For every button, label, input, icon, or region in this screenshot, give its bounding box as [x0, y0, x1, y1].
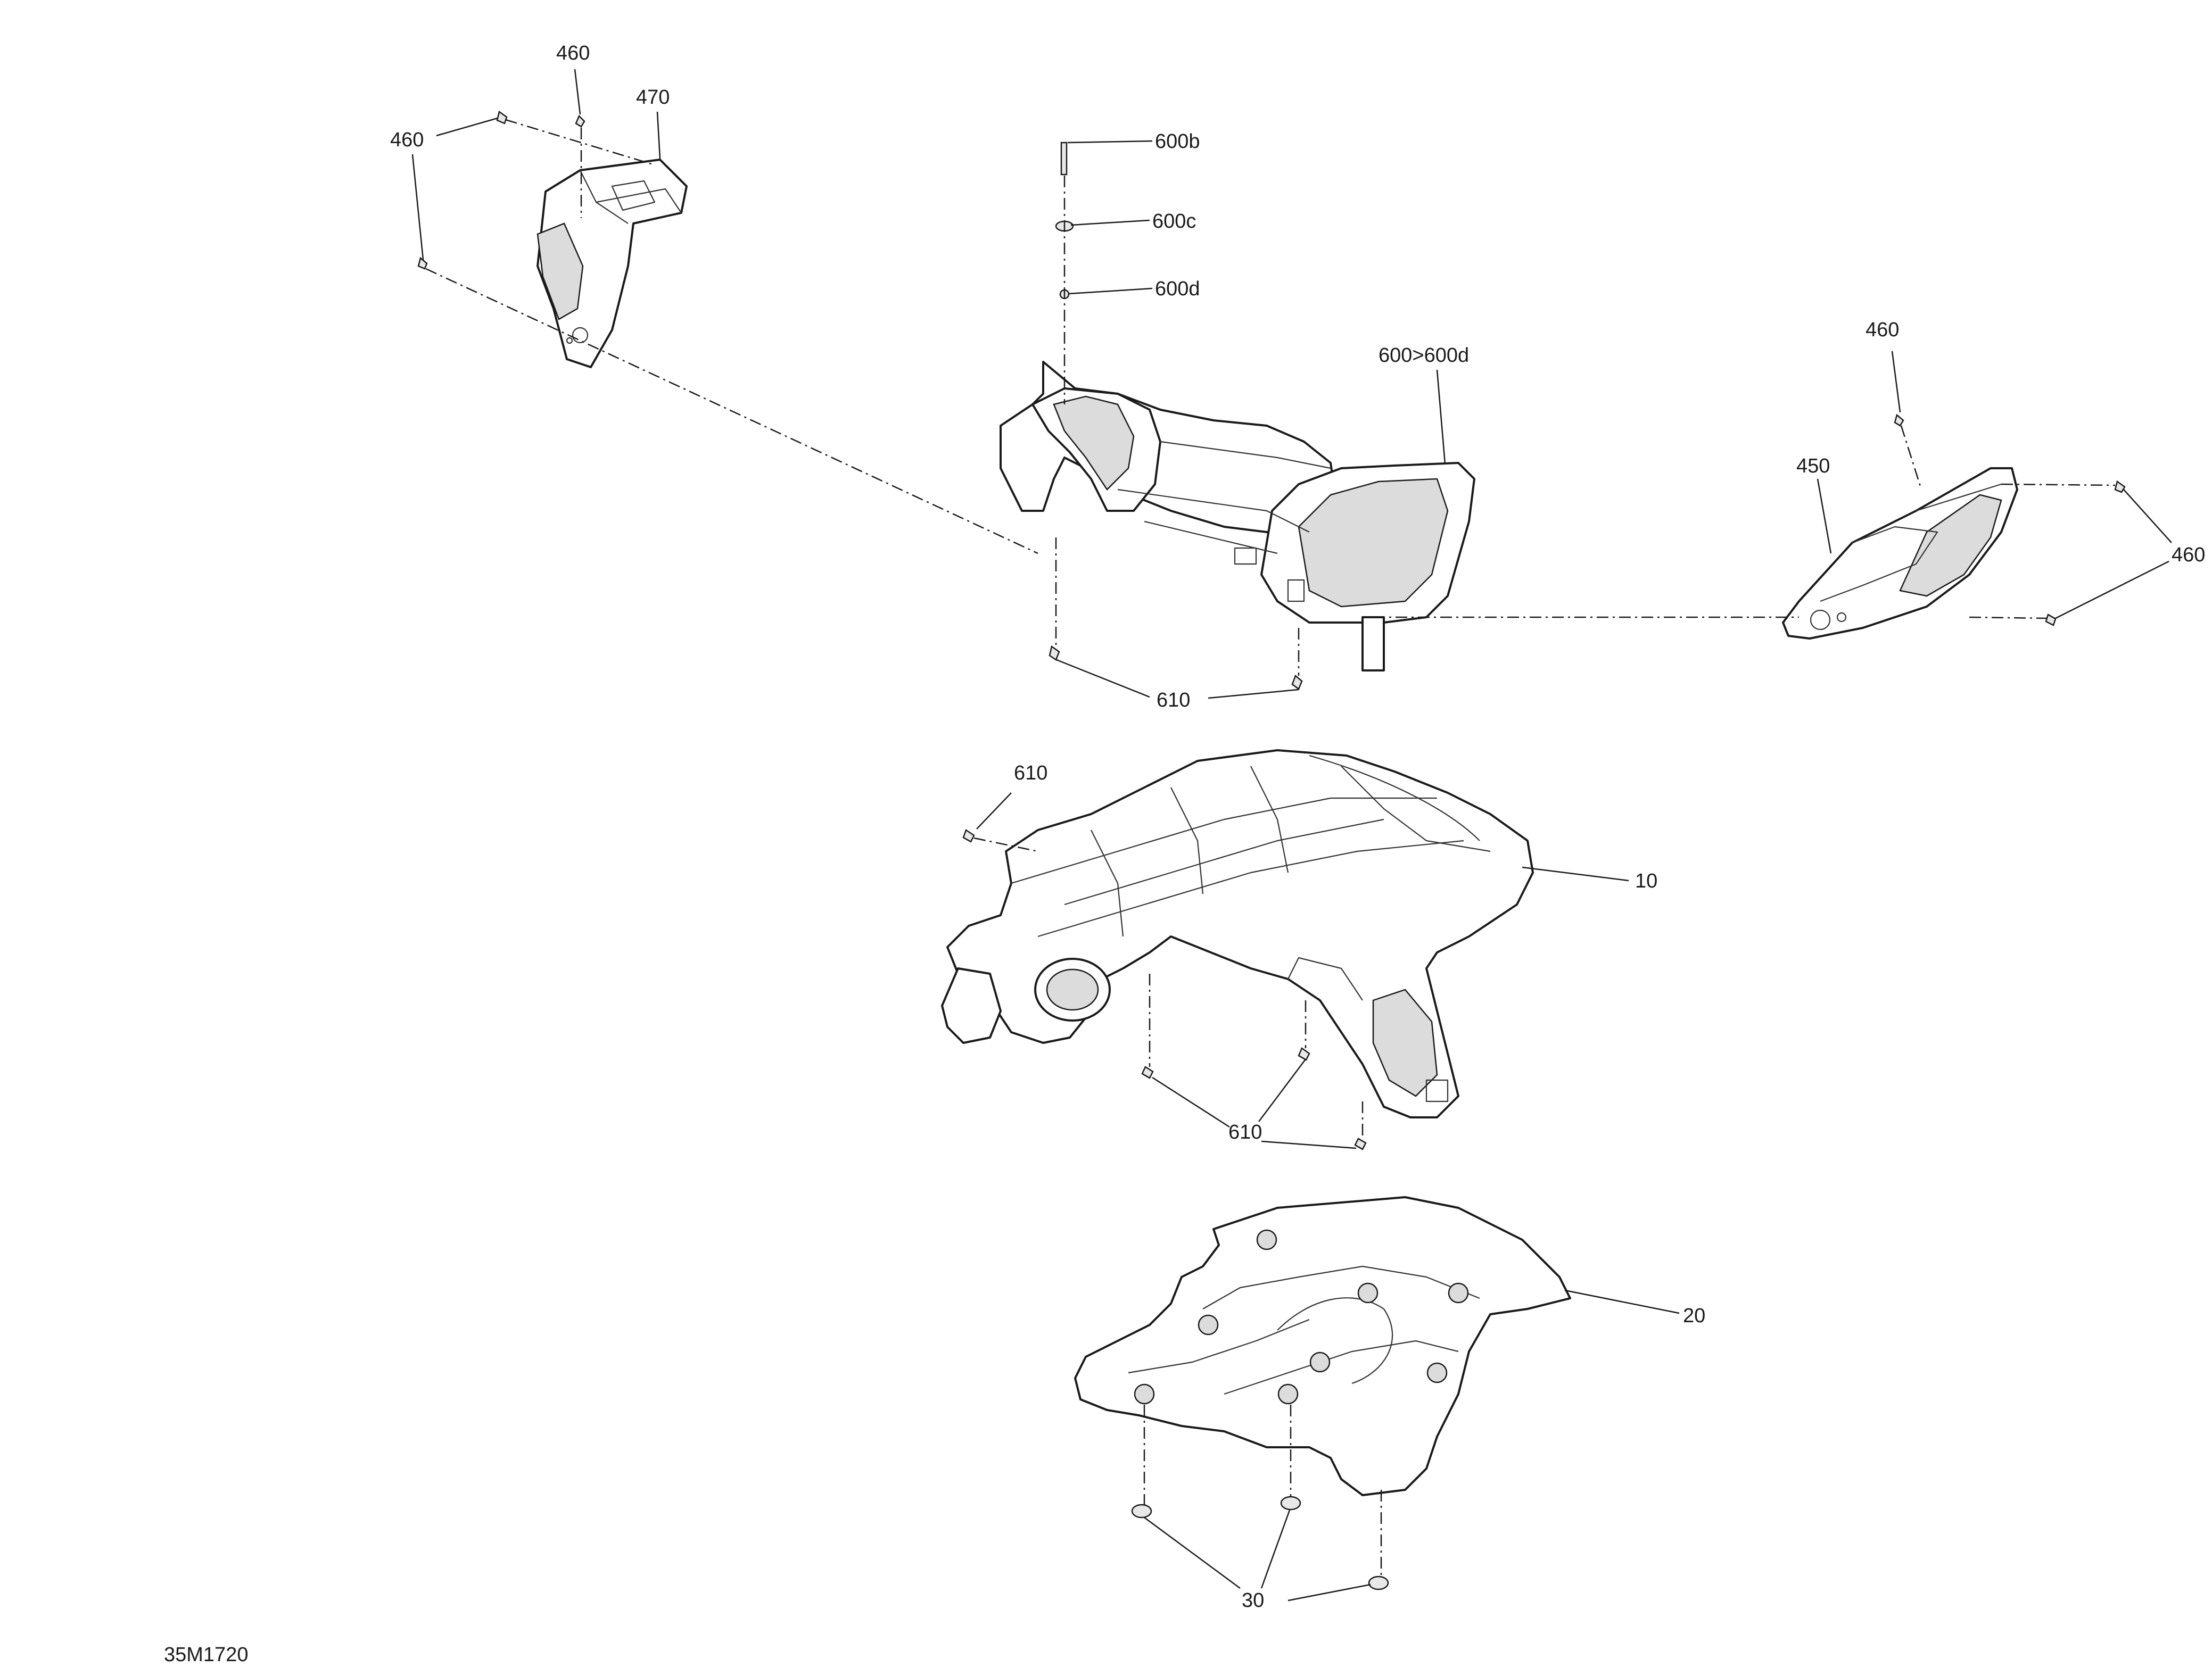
leader-lines: [411, 69, 2172, 1602]
part-470-left-panel: [537, 159, 688, 368]
part-600-upper-frame: [1000, 361, 1475, 671]
alignment-lines: [425, 119, 2116, 1577]
callout-labels: 460 470 460 600b 600c 600d 600>600d 460 …: [164, 42, 2205, 1666]
callout-10: 10: [1635, 870, 1657, 892]
callout-30: 30: [1242, 1589, 1264, 1612]
callout-610-lower: 610: [1228, 1121, 1262, 1143]
callout-600d: 600d: [1155, 278, 1200, 300]
callout-600b: 600b: [1155, 130, 1200, 153]
figure-id: 35M1720: [164, 1644, 248, 1666]
callout-610-upper: 610: [1157, 689, 1190, 711]
part-10-main-body: [941, 749, 1534, 1118]
callout-600-range: 600>600d: [1379, 344, 1469, 367]
callout-20: 20: [1683, 1305, 1705, 1327]
callout-460-right-top: 460: [1866, 319, 1899, 341]
part-450-right-panel: [1782, 467, 2018, 640]
callout-460-left: 460: [390, 129, 424, 151]
callout-450: 450: [1796, 455, 1830, 477]
part-20-skid-plate: [1074, 1196, 1571, 1496]
callout-600c: 600c: [1152, 210, 1196, 233]
callout-460-right: 460: [2172, 544, 2205, 566]
callout-610-side: 610: [1014, 762, 1047, 784]
skid-plate-mount-holes: [1134, 1229, 1469, 1405]
callout-470: 470: [636, 86, 670, 109]
callout-460-top: 460: [556, 42, 590, 64]
